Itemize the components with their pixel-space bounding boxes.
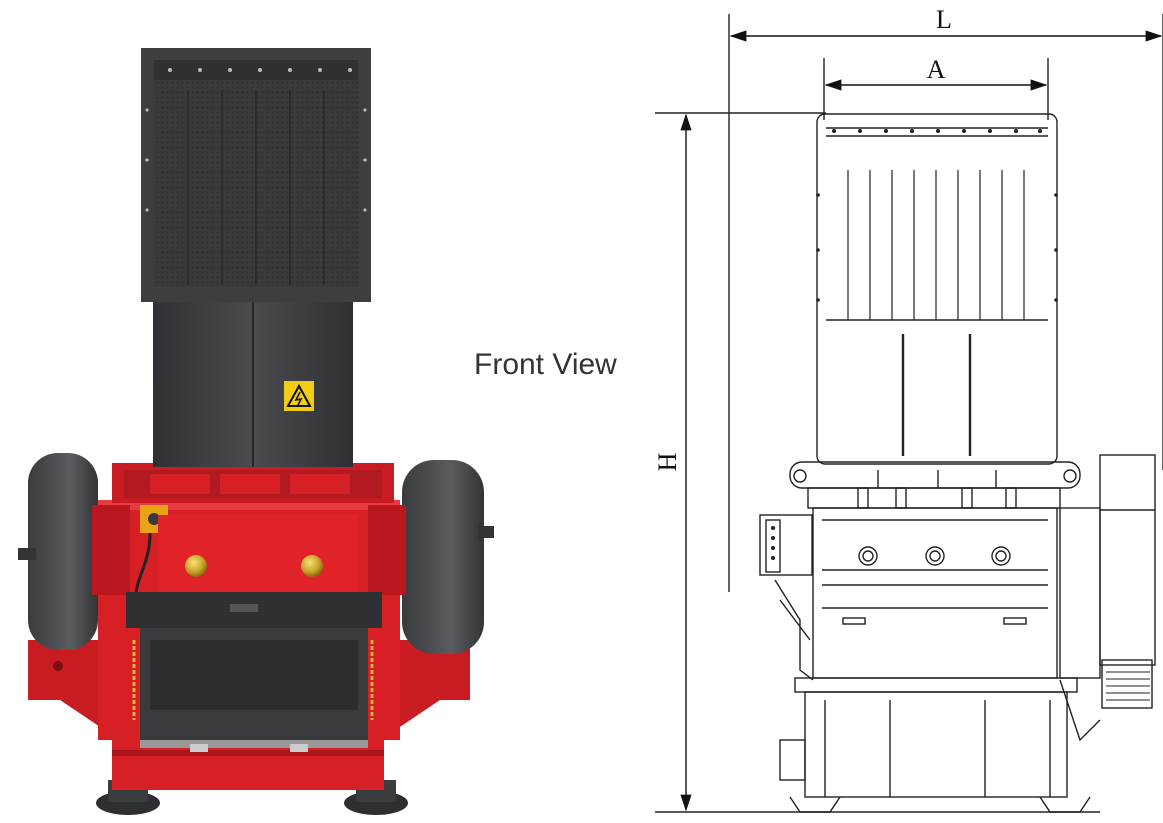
drawing-bolt-1 xyxy=(858,546,878,566)
dimension-label-width: A xyxy=(927,55,946,84)
drawing-base-frame xyxy=(804,691,1068,798)
right-flywheel-guard xyxy=(402,460,484,654)
front-chamber-plate xyxy=(158,515,358,600)
granulator-machine-illustration xyxy=(18,48,494,815)
brass-bolt-left xyxy=(185,555,207,577)
dimension-label-height: H xyxy=(653,452,682,471)
brass-bolt-right xyxy=(301,555,323,577)
dimension-H: H xyxy=(653,113,692,812)
front-view-technical-drawing xyxy=(655,14,1163,813)
electric-hazard-icon xyxy=(284,381,314,411)
dimension-label-length: L xyxy=(936,5,952,34)
view-label: Front View xyxy=(474,348,617,381)
drawing-cutting-chamber xyxy=(812,507,1058,679)
dimension-L: L xyxy=(729,5,1163,42)
drawing-control-box xyxy=(759,514,813,576)
drawing-bolt-3 xyxy=(991,546,1011,566)
drawing-hopper xyxy=(816,113,1058,465)
dimension-A: A xyxy=(824,55,1048,91)
drawing-motor-housing xyxy=(1059,507,1101,679)
left-flywheel-guard xyxy=(28,453,98,650)
drawing-bolt-2 xyxy=(925,546,945,566)
